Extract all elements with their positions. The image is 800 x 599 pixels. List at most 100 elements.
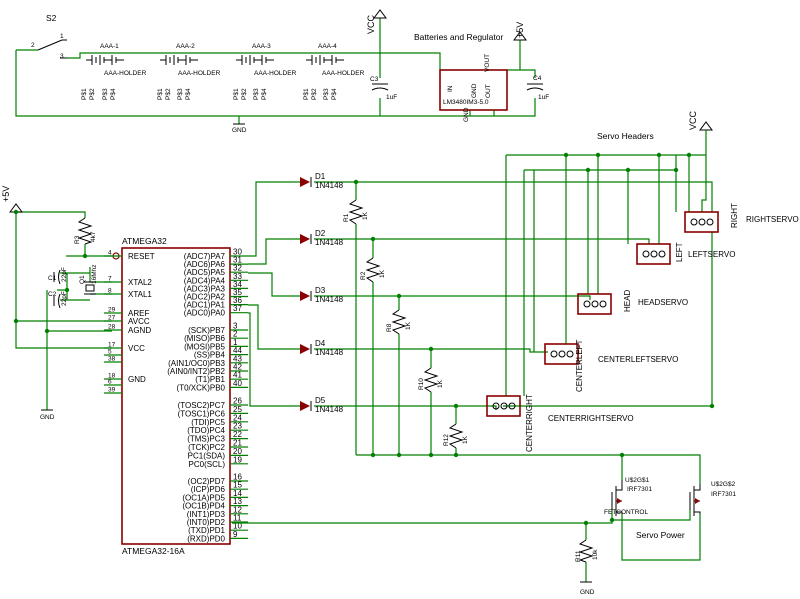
svg-text:27: 27: [108, 315, 116, 322]
svg-text:(INT1)PD3: (INT1)PD3: [187, 510, 226, 519]
battery-aaa-1: AAA-1 AAA-HOLDER P$1 P$2 P$3 P$4: [81, 43, 147, 100]
svg-text:(RXD)PD0: (RXD)PD0: [187, 534, 225, 543]
svg-text:26: 26: [233, 397, 242, 406]
svg-text:1K: 1K: [379, 269, 386, 278]
svg-text:U$2G$1: U$2G$1: [625, 477, 650, 484]
svg-text:IRF7301: IRF7301: [627, 486, 652, 493]
mcu-right-pin: (T1)PB1 41: [195, 371, 248, 384]
svg-text:7: 7: [108, 276, 112, 283]
svg-text:HEAD: HEAD: [623, 290, 632, 312]
vcc-label-servo: VCC: [688, 110, 698, 130]
svg-text:(TDI)PC5: (TDI)PC5: [191, 418, 225, 427]
svg-text:28: 28: [108, 324, 116, 331]
switch-pin-2: 2: [31, 42, 35, 49]
svg-text:22pF: 22pF: [61, 291, 68, 306]
svg-text:(ADC1)PA1: (ADC1)PA1: [184, 301, 226, 310]
svg-text:Q1: Q1: [79, 275, 86, 284]
fet-u2g1: U$2G$1 IRF7301: [611, 477, 652, 516]
plus5v-label-left: +5V: [1, 186, 11, 202]
svg-text:PC1(SDA): PC1(SDA): [188, 451, 226, 460]
svg-text:(AIN0/INT2)PB2: (AIN0/INT2)PB2: [167, 367, 225, 376]
svg-text:(ADC5)PA5: (ADC5)PA5: [184, 268, 226, 277]
svg-text:C2: C2: [48, 291, 57, 298]
battery-aaa-3: AAA-3 AAA-HOLDER P$1 P$2 P$3 P$4: [233, 43, 297, 100]
gnd-label-top: GND: [232, 127, 247, 134]
svg-text:AAA-3: AAA-3: [252, 43, 271, 50]
servo-power-section: U$2G$1 IRF7301 U$2G$2 IRF7301 FETCONTROL…: [232, 477, 736, 596]
left-wires: [15, 211, 112, 410]
svg-text:AREF: AREF: [128, 309, 149, 318]
svg-text:19: 19: [233, 455, 242, 464]
switch-symbol: [37, 39, 67, 59]
svg-text:D3: D3: [315, 286, 326, 295]
svg-text:(AIN1/OC0)PB3: (AIN1/OC0)PB3: [168, 359, 225, 368]
svg-text:P$2: P$2: [89, 88, 96, 100]
svg-text:LEFT: LEFT: [675, 242, 684, 262]
mcu-right-pin: PC0(SCL)19: [189, 455, 248, 469]
svg-text:9: 9: [233, 530, 238, 539]
svg-text:(TOSC1)PC6: (TOSC1)PC6: [178, 409, 226, 418]
svg-text:(TXD)PD1: (TXD)PD1: [188, 526, 225, 535]
svg-text:12: 12: [233, 505, 242, 514]
mcu-left-pins: RESET4XTAL27XTAL18AREF29AVCC27AGND28VCC1…: [104, 250, 155, 394]
svg-text:D5: D5: [315, 396, 326, 405]
top-wires: [15, 18, 536, 124]
svg-text:(ADC4)PA4: (ADC4)PA4: [184, 276, 226, 285]
crystal-q1: Q1 16Mhz: [79, 264, 98, 295]
svg-text:AAA-2: AAA-2: [176, 43, 195, 50]
svg-text:R8: R8: [386, 323, 393, 332]
svg-text:RESET: RESET: [128, 252, 155, 261]
svg-text:(OC2)PD7: (OC2)PD7: [188, 477, 226, 486]
svg-text:(OC1B)PD4: (OC1B)PD4: [182, 502, 225, 511]
svg-text:36: 36: [233, 296, 242, 305]
svg-text:P$4: P$4: [185, 88, 192, 100]
svg-text:1: 1: [233, 338, 238, 347]
svg-text:38: 38: [108, 356, 116, 363]
svg-text:P$3: P$3: [102, 88, 109, 100]
svg-text:(OC1A)PD5: (OC1A)PD5: [182, 493, 225, 502]
svg-text:(SCK)PB7: (SCK)PB7: [188, 326, 225, 335]
svg-text:20: 20: [233, 447, 242, 456]
left-support-section: +5V R3 4k7 C1 22pF C2 22pF Q1 16Mhz GND: [1, 186, 112, 421]
svg-text:(ICP)PD6: (ICP)PD6: [191, 485, 226, 494]
mcu-right-pin: (RXD)PD0 9: [187, 530, 248, 543]
svg-text:AGND: AGND: [128, 326, 151, 335]
svg-text:41: 41: [233, 371, 242, 380]
svg-text:(MOSI)PB5: (MOSI)PB5: [184, 342, 225, 351]
svg-text:P$1: P$1: [233, 88, 240, 100]
svg-text:R10: R10: [418, 378, 425, 390]
svg-text:CENTERRIGHTSERVO: CENTERRIGHTSERVO: [548, 414, 634, 423]
mcu-part: ATMEGA32-16A: [122, 546, 185, 556]
mcu-left-pin: AGND 28: [104, 324, 151, 335]
svg-text:23: 23: [233, 422, 242, 431]
svg-text:1N4148: 1N4148: [315, 238, 344, 247]
svg-text:IRF7301: IRF7301: [711, 491, 736, 498]
vcc-arrow-servo-icon: [699, 121, 713, 131]
svg-text:R3: R3: [74, 235, 81, 244]
svg-text:C3: C3: [370, 76, 379, 83]
svg-text:XTAL2: XTAL2: [128, 278, 152, 287]
svg-text:(T1)PB1: (T1)PB1: [195, 375, 225, 384]
mcu-right-pin: (INT1)PD3 12: [187, 505, 248, 519]
svg-text:22: 22: [233, 430, 242, 439]
diode-output-wires: [314, 181, 713, 410]
svg-text:VOUT: VOUT: [484, 54, 491, 72]
mcu-left-pin: 39: [104, 387, 122, 394]
